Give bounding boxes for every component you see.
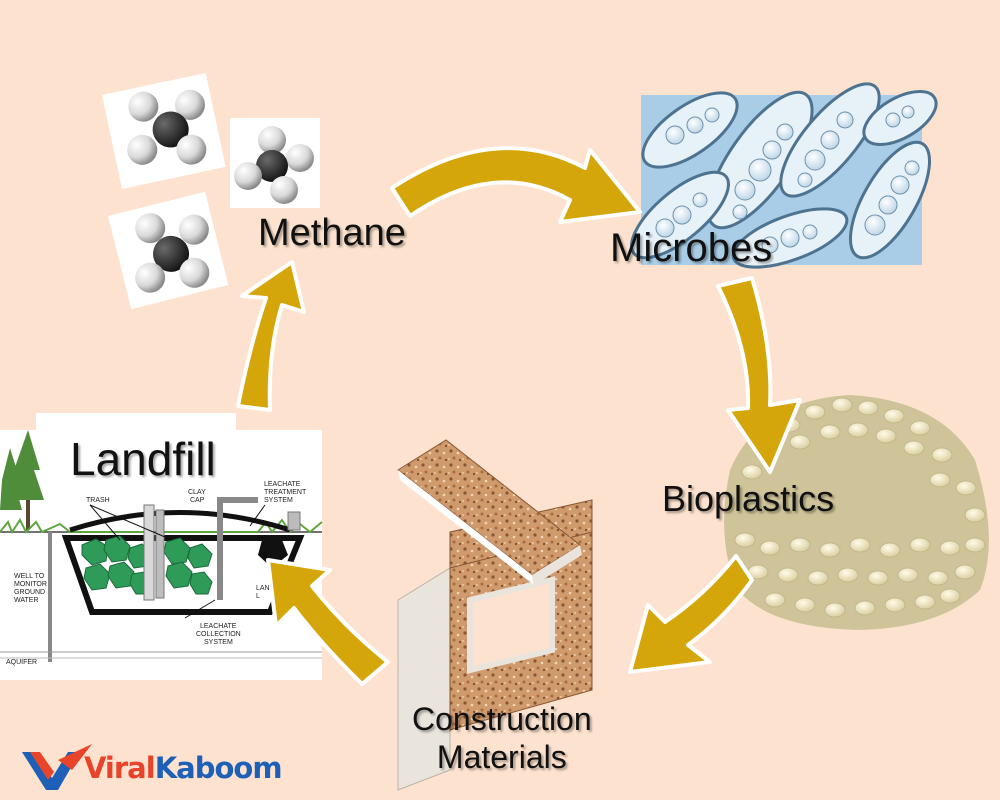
label-construction-line-2: Materials [436,739,567,775]
construction-material-image [397,439,593,791]
arrow-bioplastics-to-construction [628,554,754,674]
landfill-label-leachate-collection-1: LEACHATE [200,623,237,630]
landfill-label-well-1: WELL TO [14,573,45,580]
label-construction-line-1: Construction [412,701,592,737]
logo-text-viral: Viral [84,751,156,785]
label-microbes: Microbes [610,226,773,270]
landfill-label-aquifer: AQUIFER [6,659,37,666]
landfill-label-leachate-treatment-1: LEACHATE [264,481,301,488]
arrow-methane-to-microbes [390,146,642,224]
label-landfill: Landfill [70,433,216,485]
label-bioplastics: Bioplastics [662,478,835,519]
logo-mark-icon [22,744,92,790]
arrow-landfill-to-methane [236,260,306,412]
methane-molecule-1 [102,72,226,189]
landfill-label-well-2: MONITOR [14,581,47,588]
microbes-image [630,82,938,269]
viralkaboom-logo: ViralKaboom [20,744,283,792]
arrow-microbes-to-bioplastics [716,276,802,474]
logo-text: ViralKaboom [84,751,283,785]
landfill-label-leachate-treatment-2: TREATMENT [264,489,307,496]
landfill-label-well-4: WATER [14,597,39,604]
landfill-label-leachate-treatment-3: SYSTEM [264,497,293,504]
label-construction-materials: Construction Materials [412,700,592,776]
cycle-arrows [236,146,802,686]
landfill-label-cap: CAP [190,497,205,504]
landfill-label-liner-2: L [256,593,260,600]
logo-text-kaboom: Kaboom [154,751,283,785]
landfill-label-clay: CLAY [188,489,206,496]
arrow-construction-to-landfill [266,558,390,686]
landfill-label-leachate-collection-2: COLLECTION [196,631,241,638]
methane-molecule-3 [107,191,229,310]
landfill-label-leachate-collection-3: SYSTEM [204,639,233,646]
landfill-diagram: TRASH CLAY CAP LEACHATE TREATMENT SYSTEM… [0,413,323,680]
landfill-label-trash: TRASH [86,497,110,504]
label-methane: Methane [258,212,406,254]
landfill-label-liner-1: LAN [256,585,270,592]
landfill-label-well-3: GROUND [14,589,45,596]
methane-molecule-2 [230,118,320,208]
